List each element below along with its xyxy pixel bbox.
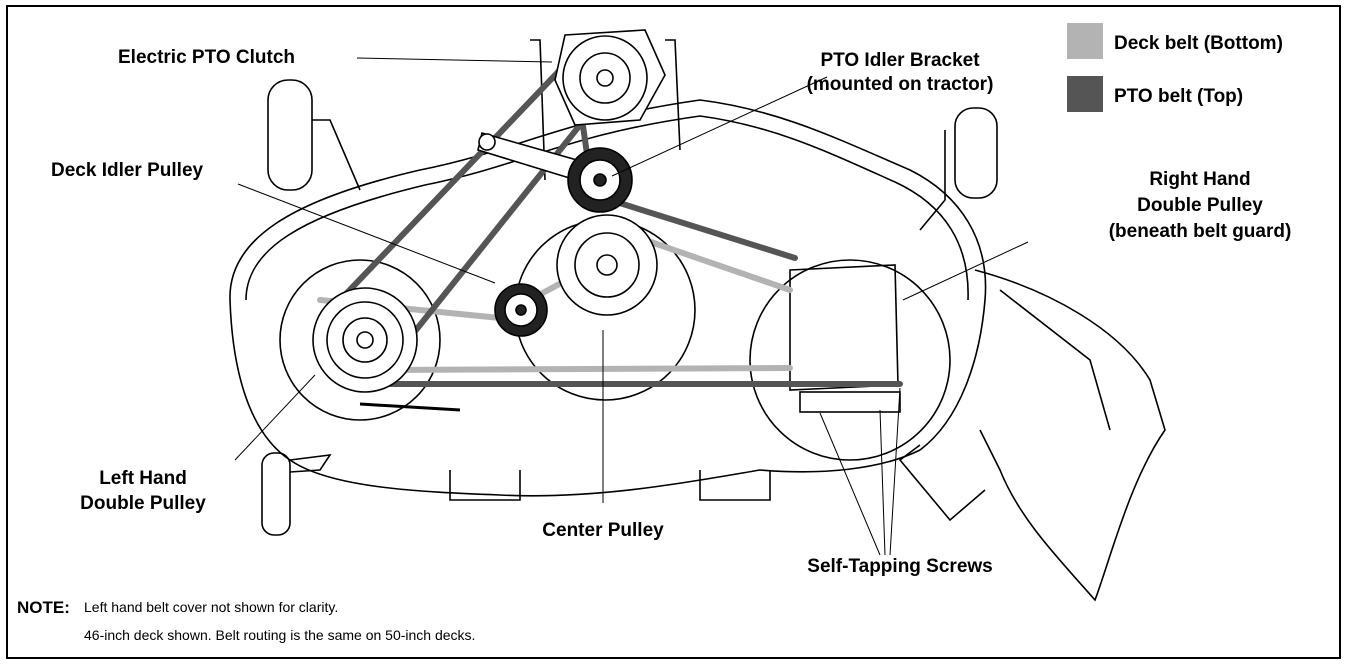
label-left-hand-line1: Left Hand: [99, 468, 187, 489]
label-electric-pto-clutch: Electric PTO Clutch: [118, 47, 295, 68]
belt-guard: [789, 264, 899, 391]
electric-pto-clutch-pulley: [554, 29, 666, 126]
pto-belt: [342, 67, 903, 387]
left-hand-double-pulley: [312, 287, 418, 393]
pto-idler-pulley: [567, 147, 633, 213]
right-pulley-well: [749, 259, 951, 461]
pulleys: [312, 29, 666, 412]
left-rear-wheel: [261, 452, 291, 536]
label-left-hand-line2: Double Pulley: [80, 493, 206, 514]
label-self-tapping-screws: Self-Tapping Screws: [807, 556, 992, 577]
label-deck-idler-pulley: Deck Idler Pulley: [51, 160, 204, 181]
label-pto-idler-bracket-line1: PTO Idler Bracket: [820, 50, 980, 71]
legend-label-pto-belt: PTO belt (Top): [1114, 86, 1243, 107]
legend-swatch-pto-belt: [1067, 76, 1103, 112]
figure-frame: [6, 5, 1341, 659]
note: NOTE: Left hand belt cover not shown for…: [17, 598, 475, 643]
deck-inner-rim: [245, 115, 969, 301]
deck-idler-pulley: [494, 283, 548, 337]
center-pulley: [556, 214, 658, 316]
label-center-pulley: Center Pulley: [542, 520, 664, 541]
note-heading: NOTE:: [17, 598, 70, 617]
right-front-roller: [954, 107, 998, 199]
note-line-2: 46-inch deck shown. Belt routing is the …: [84, 627, 475, 643]
legend: Deck belt (Bottom) PTO belt (Top): [1067, 23, 1283, 112]
tension-spring: [359, 402, 461, 412]
label-right-hand-line1: Right Hand: [1149, 169, 1250, 190]
legend-swatch-deck-belt: [1067, 23, 1103, 59]
note-line-1: Left hand belt cover not shown for clari…: [84, 599, 338, 615]
left-pulley-well: [279, 259, 441, 421]
discharge-chute: [974, 269, 1166, 602]
label-pto-idler-bracket-line2: (mounted on tractor): [807, 74, 994, 95]
label-right-hand-line3: (beneath belt guard): [1109, 221, 1292, 242]
legend-label-deck-belt: Deck belt (Bottom): [1114, 33, 1283, 54]
left-front-roller: [267, 79, 313, 191]
label-right-hand-line2: Double Pulley: [1137, 195, 1263, 216]
leader-lines: [234, 57, 1029, 556]
